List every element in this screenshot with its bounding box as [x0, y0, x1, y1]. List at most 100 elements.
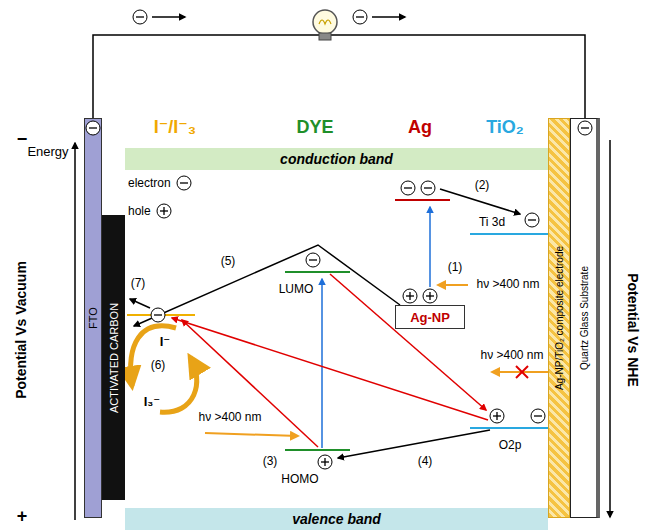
- axis-title: Potential Vs NHE: [624, 273, 639, 387]
- fto-layer: FTO: [84, 118, 102, 518]
- symbol-bar: [154, 314, 162, 315]
- light-label: hν >400 nm: [480, 349, 543, 362]
- symbol-ring: [423, 289, 437, 303]
- excitation-arrow: [429, 207, 431, 287]
- symbol-ring: [531, 409, 545, 423]
- symbol-ring: [318, 455, 332, 469]
- glass-substrate: Quartz Glass Substrate: [570, 118, 600, 518]
- callout-number: (5): [221, 255, 236, 268]
- level-label: LUMO: [279, 283, 314, 296]
- bulb-base: [319, 33, 331, 40]
- callout-number: (6): [151, 359, 166, 372]
- transfer-arrow: [440, 189, 520, 214]
- symbol-bar: [581, 127, 589, 128]
- symbol-ring: [177, 176, 191, 190]
- valence-band: valence band: [125, 508, 548, 530]
- symbol-bar: [404, 187, 412, 188]
- lumo-level: [285, 271, 350, 273]
- hole-symbol: [157, 204, 171, 218]
- electron-symbol: [151, 308, 165, 322]
- o2p-level: [470, 427, 548, 429]
- current-arrow: [372, 16, 405, 18]
- carbon-layer: ACTIVATED CARBON: [102, 215, 125, 500]
- symbol-ring: [306, 253, 320, 267]
- circuit-wire: [93, 35, 585, 118]
- callout-number: (3): [263, 455, 278, 468]
- hole-symbol: [403, 289, 417, 303]
- symbol-ring: [490, 409, 504, 423]
- bulb-filament: [319, 20, 331, 24]
- electron-symbol: [306, 253, 320, 267]
- electron-symbol: [133, 10, 147, 24]
- callout-number: (7): [131, 277, 146, 290]
- electron-symbol: [525, 213, 539, 227]
- redox-cycle-arrow: [160, 357, 197, 412]
- callout-number: (2): [475, 179, 490, 192]
- symbol-bar: [309, 259, 317, 260]
- axis-title: Potential Vs Vacuum: [14, 261, 29, 399]
- agnp-box: Ag-NP: [395, 305, 465, 329]
- level-label: O2p: [499, 439, 522, 452]
- electron-symbol: [531, 409, 545, 423]
- electron-symbol: [421, 181, 435, 195]
- ion-label: I⁻: [160, 335, 170, 349]
- recombination-arrow: [182, 320, 318, 447]
- legend-entry: hole: [128, 202, 173, 220]
- electron-symbol: [401, 181, 415, 195]
- redox-cycle-arrow: [131, 326, 176, 386]
- blocked-cross: [516, 366, 528, 378]
- axis-arrow: [74, 143, 76, 520]
- transfer-arrow: [130, 299, 150, 308]
- level-label: Ti 3d: [479, 216, 505, 229]
- recombination-arrow: [330, 274, 486, 410]
- recombination-arrow: [172, 318, 488, 420]
- symbol-ring: [401, 181, 415, 195]
- column-heading: Ag: [408, 118, 432, 138]
- symbol-ring: [133, 10, 147, 24]
- level-label: HOMO: [281, 473, 318, 486]
- injection-path: [134, 245, 400, 326]
- light-arrow: [438, 284, 468, 286]
- node-label: conduction band: [280, 151, 393, 167]
- hole-symbol: [423, 289, 437, 303]
- column-heading: I⁻/I⁻₃: [154, 118, 196, 138]
- symbol-bar: [496, 412, 497, 420]
- symbol-bar: [429, 292, 430, 300]
- node-label: Quartz Glass Substrate: [578, 266, 589, 370]
- symbol-bar: [356, 16, 364, 17]
- symbol-bar: [528, 219, 536, 220]
- symbol-bar: [534, 415, 542, 416]
- symbol-bar: [163, 207, 164, 215]
- legend-entry: electron: [128, 174, 193, 192]
- axis-arrow: [609, 140, 611, 517]
- composite-electrode: Ag-NP/TiO₂ composite electrode: [548, 118, 570, 518]
- symbol-bar: [409, 292, 410, 300]
- electron-symbol: [578, 121, 592, 135]
- axis-label: Energy: [27, 145, 68, 159]
- symbol-bar: [136, 16, 144, 17]
- symbol-ring: [353, 10, 367, 24]
- node-label: Ag-NP/TiO₂ composite electrode: [554, 246, 565, 390]
- symbol-bar: [424, 187, 432, 188]
- hole-symbol: [318, 455, 332, 469]
- symbol-ring: [151, 308, 165, 322]
- axis-sign: −: [17, 130, 28, 150]
- ti3d-level: [470, 233, 548, 235]
- symbol-bar: [89, 127, 97, 128]
- homo-level: [285, 449, 350, 451]
- symbol-ring: [403, 289, 417, 303]
- symbol-ring: [578, 121, 592, 135]
- node-label: valence band: [292, 511, 381, 527]
- symbol-ring: [86, 121, 100, 135]
- light-bulb: [313, 10, 337, 40]
- legend-symbol: [155, 202, 173, 220]
- ag-level: [395, 199, 450, 201]
- blocked-cross: [516, 366, 528, 378]
- symbol-ring: [157, 204, 171, 218]
- excitation-arrow: [321, 279, 323, 448]
- hole-symbol: [490, 409, 504, 423]
- axis-sign: +: [17, 507, 28, 527]
- node-label: FTO: [87, 307, 99, 329]
- legend-text: hole: [128, 204, 151, 218]
- electron-symbol: [353, 10, 367, 24]
